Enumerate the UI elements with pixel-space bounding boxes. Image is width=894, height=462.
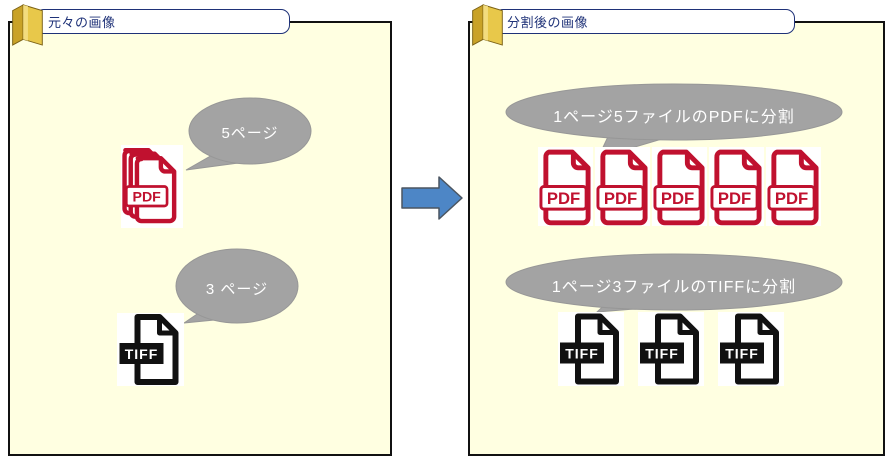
folder-icon — [468, 2, 506, 46]
tiff-icon-label: TIFF — [125, 346, 159, 362]
folder-icon — [8, 2, 46, 46]
pdf-icon-label: PDF — [775, 189, 808, 208]
original-images-panel — [8, 21, 392, 456]
tiff-file-icon: TIFF — [117, 313, 184, 386]
pdf-icon-label: PDF — [604, 189, 637, 208]
tiff-icon-label: TIFF — [565, 346, 599, 362]
right-arrow-icon — [401, 176, 463, 220]
tiff-split-bubble-text: 1ページ3ファイルのTIFFに分割 — [551, 279, 797, 296]
pdf-icon-label: PDF — [661, 189, 694, 208]
pdf-icon-label: PDF — [718, 189, 751, 208]
tiff-icon-label: TIFF — [645, 346, 679, 362]
pdf-file-icon: PDF — [595, 147, 650, 226]
tiff-icon-label: TIFF — [725, 346, 759, 362]
split-images-title: 分割後の画像 — [494, 9, 795, 34]
pdf-file-icon: PDF — [709, 147, 764, 226]
pdf-pages-bubble-text: 5ページ — [221, 125, 279, 142]
pdf-file-icon: PDF — [766, 147, 821, 226]
tiff-file-icon: TIFF — [638, 312, 704, 386]
tiff-file-row: TIFF TIFF TIFF — [558, 312, 784, 386]
pdf-icon-label: PDF — [547, 189, 580, 208]
pdf-file-icon: PDF — [652, 147, 707, 226]
pdf-stack-icon-label: PDF — [133, 190, 162, 206]
pdf-stack-icon: PDF — [121, 145, 183, 228]
pdf-file-row: PDF PDF PDF — [538, 147, 821, 226]
split-images-panel — [468, 21, 885, 456]
tiff-pages-bubble-text: 3 ページ — [205, 281, 269, 298]
original-images-title: 元々の画像 — [35, 9, 290, 34]
pdf-split-bubble-text: 1ページ5ファイルのPDFに分割 — [553, 109, 795, 126]
tiff-file-icon: TIFF — [558, 312, 624, 386]
tiff-file-icon: TIFF — [718, 312, 784, 386]
pdf-file-icon: PDF — [538, 147, 593, 226]
